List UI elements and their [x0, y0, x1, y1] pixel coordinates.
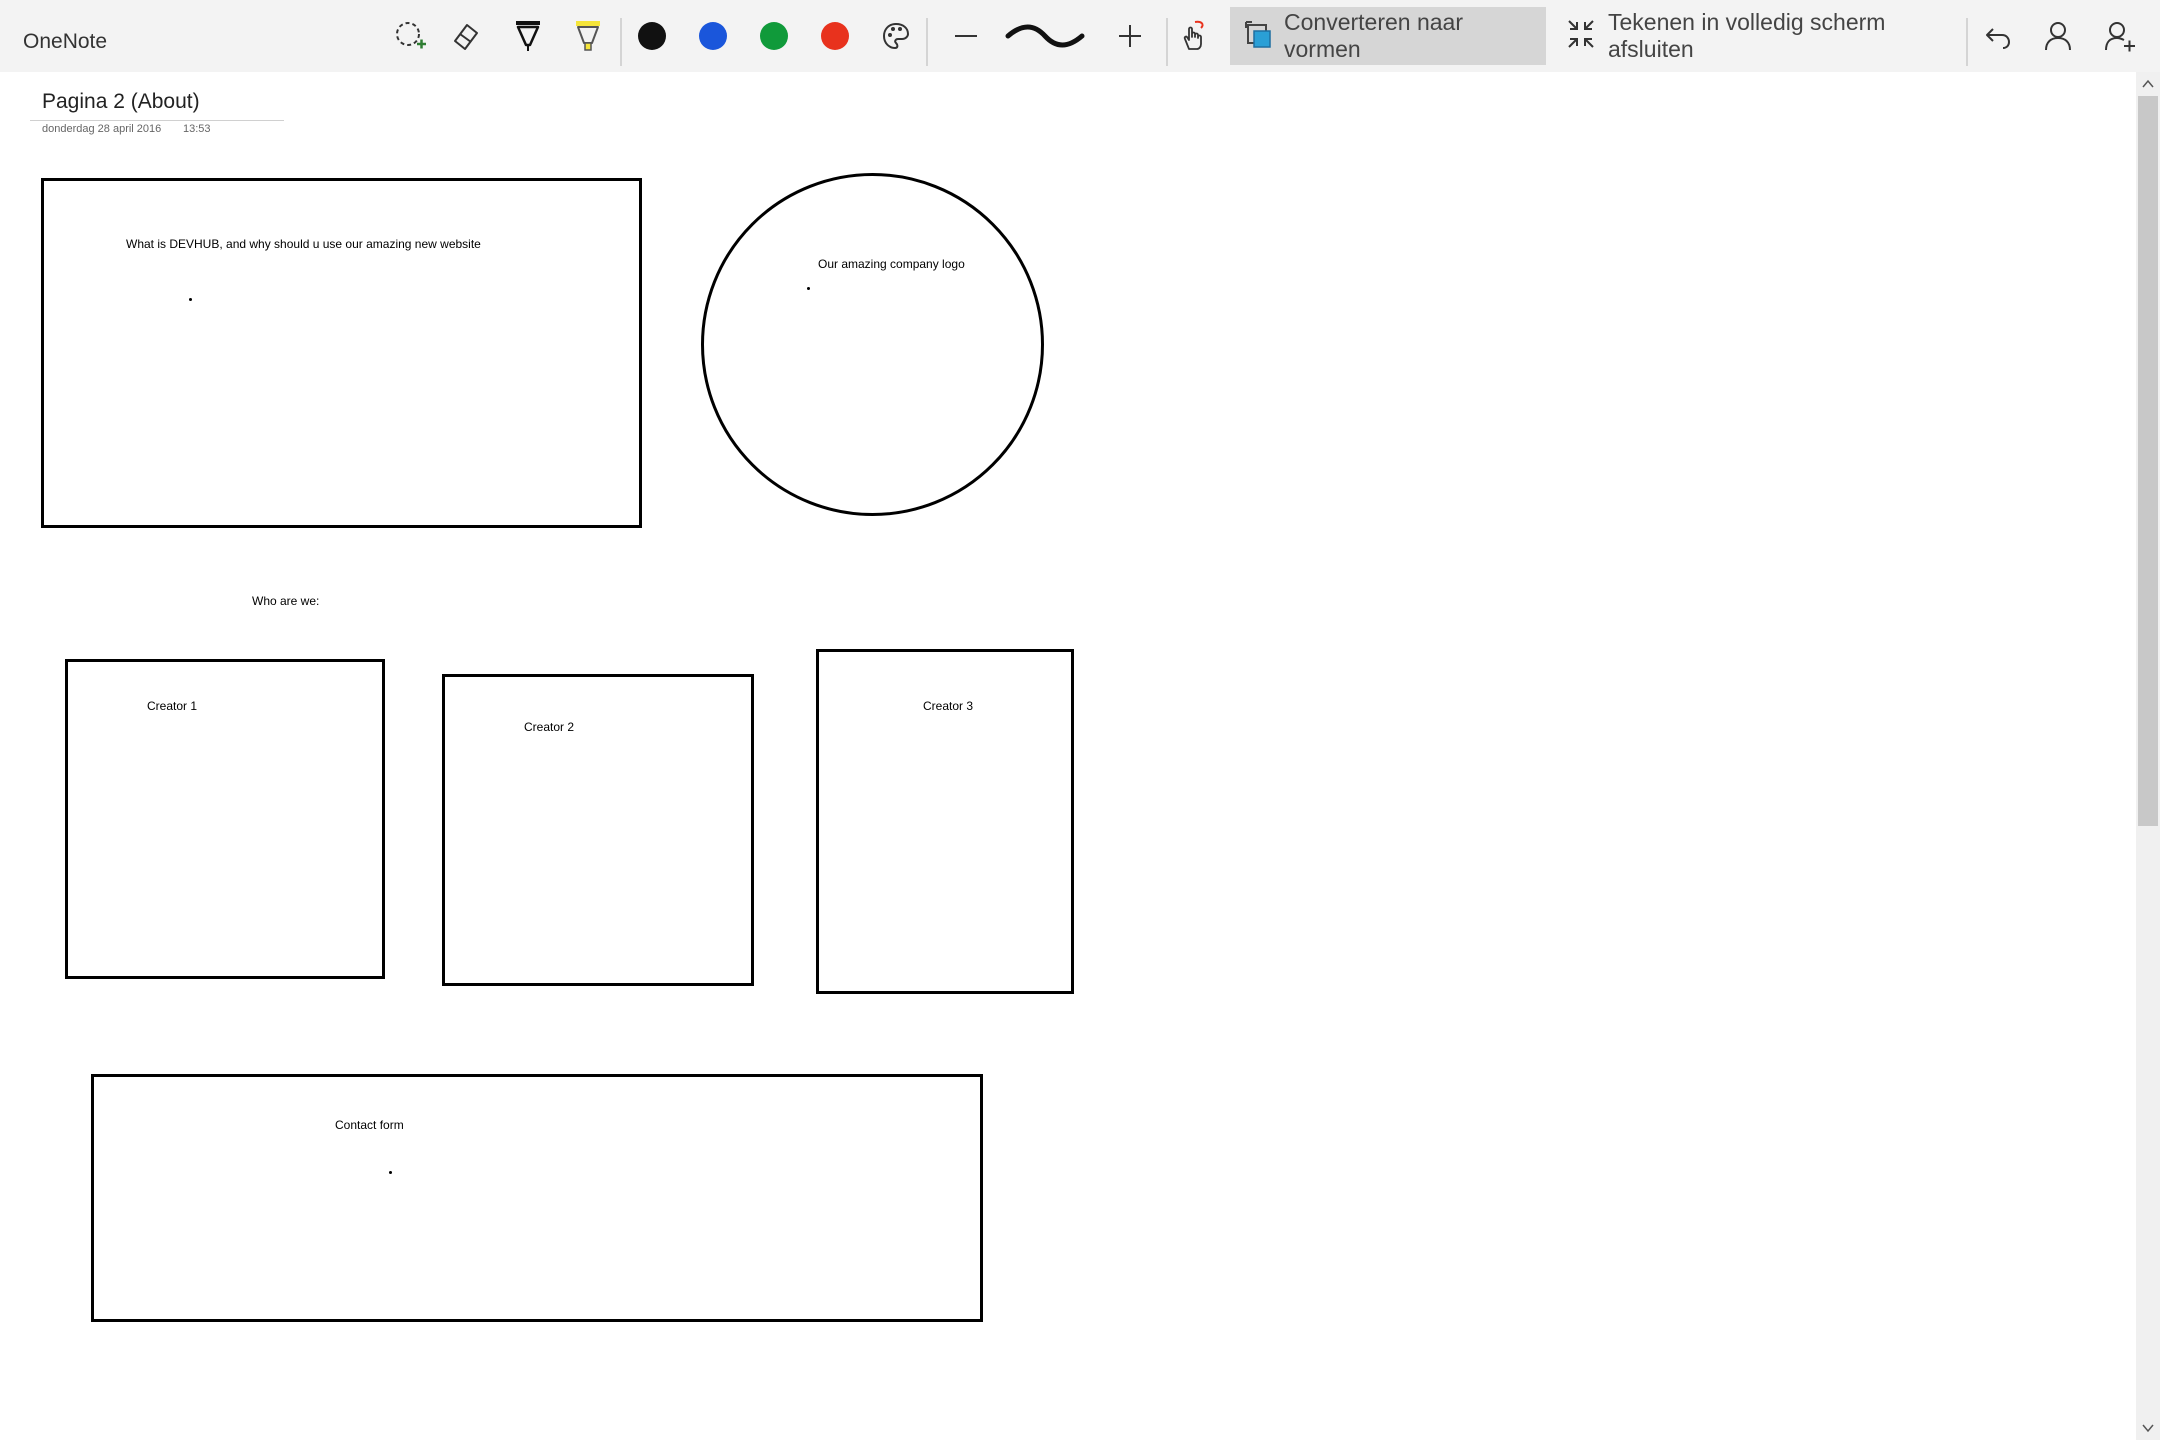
- lasso-select-icon: [393, 19, 427, 53]
- highlighter-icon: [573, 19, 603, 53]
- undo-icon: [1983, 21, 2013, 51]
- more-colors-button[interactable]: [878, 12, 914, 60]
- stroke-thickness-preview: [1002, 12, 1088, 60]
- scroll-up-icon[interactable]: [2142, 78, 2154, 90]
- creator2-note[interactable]: Creator 2: [524, 720, 575, 734]
- ink-dot: [189, 298, 192, 301]
- ink-dot: [807, 287, 810, 290]
- contact-form-sketch-box[interactable]: [91, 1074, 983, 1322]
- toolbar-separator: [1166, 18, 1168, 66]
- exit-fullscreen-label: Tekenen in volledig scherm afsluiten: [1608, 9, 1886, 62]
- page-canvas[interactable]: Pagina 2 (About) donderdag 28 april 2016…: [0, 72, 2136, 1440]
- share-button[interactable]: [2102, 12, 2138, 60]
- undo-button[interactable]: [1980, 12, 2016, 60]
- scroll-down-icon[interactable]: [2142, 1422, 2154, 1434]
- color-red-button[interactable]: [817, 12, 853, 60]
- highlighter-button[interactable]: [570, 12, 606, 60]
- intro-note[interactable]: What is DEVHUB, and why should u use our…: [126, 237, 481, 251]
- logo-sketch-circle[interactable]: [701, 173, 1044, 516]
- toolbar-separator: [620, 18, 622, 66]
- contact-form-note[interactable]: Contact form: [335, 1118, 404, 1132]
- thickness-decrease-button[interactable]: [948, 12, 984, 60]
- creator2-sketch-box[interactable]: [442, 674, 754, 986]
- touch-draw-icon: [1179, 19, 1209, 53]
- exit-fullscreen-drawing-button[interactable]: Tekenen in volledig scherm afsluiten: [1560, 7, 1956, 65]
- draw-toolbar: OneNote: [0, 0, 2160, 72]
- page-title[interactable]: Pagina 2 (About): [42, 90, 200, 113]
- convert-to-shapes-label: Converteren naar vormen: [1284, 9, 1463, 62]
- pen-button[interactable]: [510, 12, 546, 60]
- creator1-note[interactable]: Creator 1: [147, 699, 198, 713]
- app-title: OneNote: [23, 30, 108, 53]
- pen-icon: [513, 19, 543, 53]
- draw-with-touch-button[interactable]: [1176, 12, 1212, 60]
- scroll-thumb[interactable]: [2138, 96, 2158, 826]
- title-divider: [30, 120, 284, 121]
- palette-icon: [881, 21, 911, 51]
- logo-note[interactable]: Our amazing company logo: [818, 257, 965, 271]
- minus-icon: [952, 22, 980, 50]
- person-icon: [2043, 20, 2073, 52]
- ink-dot: [389, 1171, 392, 1174]
- plus-icon: [1116, 22, 1144, 50]
- lasso-select-button[interactable]: [392, 12, 428, 60]
- stroke-preview-icon: [1004, 21, 1086, 51]
- vertical-scrollbar[interactable]: [2136, 72, 2160, 1440]
- color-swatch: [821, 22, 849, 50]
- color-black-button[interactable]: [634, 12, 670, 60]
- creator1-sketch-box[interactable]: [65, 659, 385, 979]
- eraser-icon: [451, 21, 481, 51]
- who-are-we-note[interactable]: Who are we:: [252, 594, 320, 608]
- account-button[interactable]: [2040, 12, 2076, 60]
- toolbar-separator: [926, 18, 928, 66]
- page-date: donderdag 28 april 2016: [42, 123, 162, 135]
- collapse-icon: [1566, 19, 1596, 54]
- page-time: 13:53: [183, 123, 211, 135]
- color-swatch: [638, 22, 666, 50]
- color-swatch: [760, 22, 788, 50]
- thickness-increase-button[interactable]: [1112, 12, 1148, 60]
- color-swatch: [699, 22, 727, 50]
- color-blue-button[interactable]: [695, 12, 731, 60]
- intro-sketch-box[interactable]: [41, 178, 642, 528]
- creator3-sketch-box[interactable]: [816, 649, 1074, 994]
- convert-to-shapes-button[interactable]: Converteren naar vormen: [1230, 7, 1546, 65]
- add-person-icon: [2104, 20, 2136, 52]
- eraser-button[interactable]: [448, 12, 484, 60]
- toolbar-separator: [1966, 18, 1968, 66]
- color-green-button[interactable]: [756, 12, 792, 60]
- creator3-note[interactable]: Creator 3: [923, 699, 974, 713]
- shapes-icon: [1244, 19, 1274, 54]
